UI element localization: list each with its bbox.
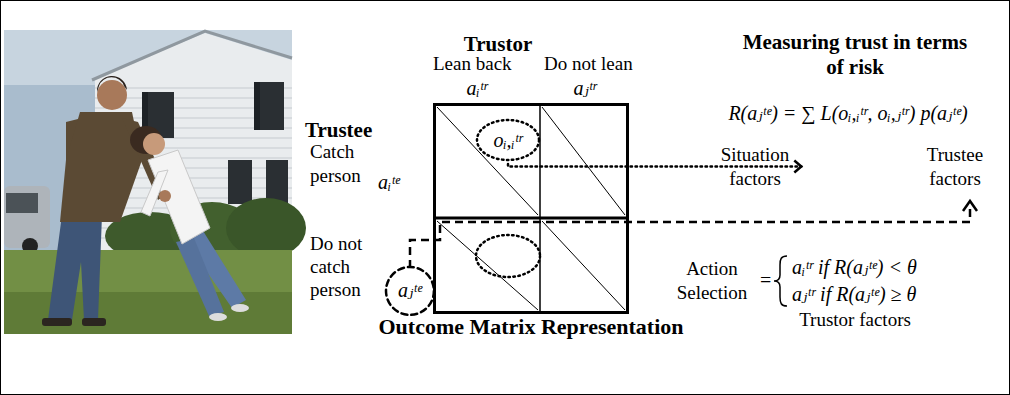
selection-case: aᵢᵗʳ if R(aⱼᵗᵉ) < θ (792, 255, 917, 280)
cell-diagonal (542, 107, 625, 215)
axis-heading: Trustee (305, 117, 372, 143)
column-label: Do not lean (544, 52, 633, 76)
factor-label: Situation factors (711, 143, 799, 191)
cell-diagonal (437, 221, 538, 310)
equals-sign: = (760, 268, 771, 293)
photo (4, 30, 306, 334)
photo-man-shoe (82, 318, 106, 326)
outcome-symbol: oᵢ,ᵢᵗʳ (493, 128, 522, 153)
cell-diagonal (542, 221, 625, 310)
arrow-head (963, 201, 977, 211)
photo-lawn-shade (4, 292, 292, 334)
photo-sky (4, 30, 292, 334)
photo-girl-face (143, 133, 165, 155)
photo-girl-shoe (231, 304, 249, 312)
selection-label: Action Selection (668, 257, 756, 305)
photo-girl-jeans (176, 238, 224, 316)
row-label: Do not catch person (310, 232, 388, 301)
selection-case: aⱼᵗʳ if R(aⱼᵗᵉ) ≥ θ (792, 282, 916, 307)
photo-man-head (97, 80, 127, 110)
photo-window (228, 160, 252, 204)
outcome-matrix: Outcome Matrix Representationoᵢ,ᵢᵗʳ (433, 103, 629, 314)
row-label: Catch person (310, 140, 388, 188)
action-symbol: aⱼᵗʳ (573, 76, 596, 101)
matrix-caption: Outcome Matrix Representation (378, 313, 683, 341)
outcome-ellipse-border (477, 120, 539, 160)
photo-man-hair (97, 76, 127, 92)
action-circle-border (386, 267, 434, 315)
factor-label: Trustee factors (911, 143, 999, 191)
photo-girl-shoe (209, 313, 227, 321)
matrix-row-divider (434, 217, 627, 220)
cell-diagonal (437, 107, 538, 215)
photo-window (266, 160, 288, 204)
photo-lawn (4, 250, 292, 334)
action-symbol: aⱼᵗᵉ (398, 278, 422, 303)
arrow-head (794, 161, 801, 173)
photo-window (260, 82, 284, 130)
action-circle: aⱼᵗᵉ (384, 265, 436, 317)
section-heading: Measuring trust in terms of risk (737, 30, 973, 80)
photo-shutter (254, 82, 260, 130)
photo-man-shoe (42, 318, 72, 326)
action-symbol: aᵢᵗʳ (467, 76, 488, 101)
outcome-ellipse-empty (476, 235, 540, 277)
photo-car-window (6, 193, 38, 213)
case-brace (774, 256, 787, 306)
action-symbol: aᵢᵗᵉ (378, 170, 400, 195)
photo-man-hand (159, 190, 171, 202)
photo-bush (226, 198, 306, 258)
photo-roof-edge (92, 31, 292, 80)
outcome-ellipse: oᵢ,ᵢᵗʳ (475, 118, 541, 162)
factor-label: Trustor factors (799, 308, 911, 332)
photo-man-jeans (48, 215, 102, 320)
matrix-column-divider (539, 104, 541, 312)
risk-formula: R(aⱼᵗᵉ) = ∑ L(oᵢ,ᵢᵗʳ, oᵢ,ⱼᵗʳ) p(aⱼᵗᵉ) (728, 101, 967, 126)
column-label: Lean back (433, 52, 512, 76)
